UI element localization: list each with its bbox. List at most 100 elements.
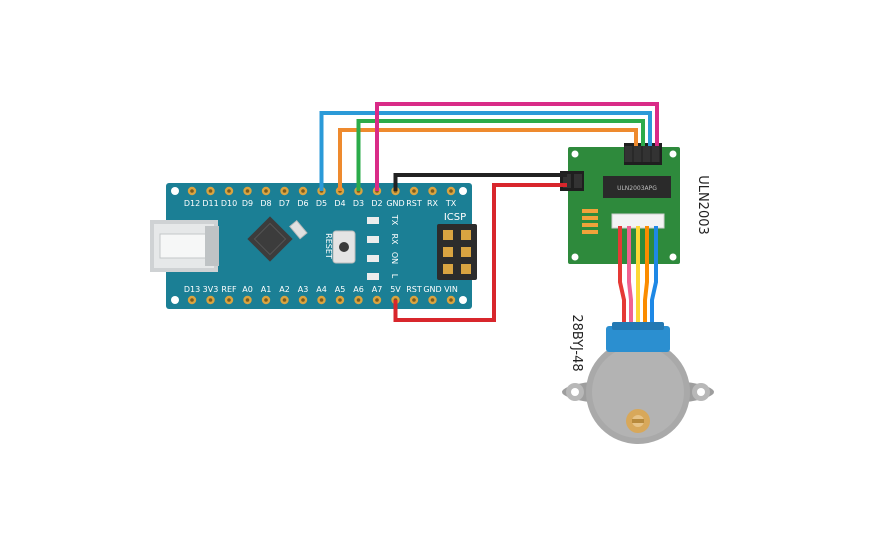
led xyxy=(582,216,598,220)
pin-hole xyxy=(319,298,324,302)
led xyxy=(367,255,379,262)
pin-label-tx: TX xyxy=(445,199,457,208)
uln2003-chip xyxy=(603,176,671,198)
mounting-hole xyxy=(459,187,467,195)
pin-hole xyxy=(449,298,453,302)
pin-label-d12: D12 xyxy=(184,199,200,208)
icsp-pin xyxy=(461,230,471,240)
motor-wire xyxy=(650,226,658,328)
mounting-hole xyxy=(171,296,179,304)
pin-label-3v3: 3V3 xyxy=(203,285,219,294)
mount-hole xyxy=(697,388,705,396)
wire-d4 xyxy=(338,128,638,191)
pin-label-a3: A3 xyxy=(298,285,309,294)
pin-label-d10: D10 xyxy=(221,199,237,208)
wire-d3 xyxy=(356,119,645,191)
motor-wire xyxy=(618,226,626,328)
pin-label-rst: RST xyxy=(406,285,422,294)
driver-input-pin xyxy=(651,146,660,162)
driver-input-pin xyxy=(642,146,651,162)
pin-label-gnd: GND xyxy=(386,199,404,208)
wire-gnd xyxy=(393,173,567,191)
led-label-rx: RX xyxy=(390,233,399,245)
stepper-motor: 28BYJ-48 xyxy=(562,314,714,444)
pin-hole xyxy=(449,189,453,193)
pin-label-a2: A2 xyxy=(279,285,290,294)
pin-hole xyxy=(227,298,231,302)
pin-hole xyxy=(412,298,416,302)
wire-5v xyxy=(393,183,567,322)
icsp-pin xyxy=(461,264,471,274)
pin-hole xyxy=(412,189,416,193)
pin-label-a1: A1 xyxy=(261,285,272,294)
led xyxy=(582,209,598,213)
motor-connector xyxy=(611,213,665,229)
icsp-pin xyxy=(443,264,453,274)
pin-label-a0: A0 xyxy=(242,285,253,294)
wire-d5 xyxy=(319,111,652,191)
icsp-header: ICSP xyxy=(437,212,477,280)
pin-hole xyxy=(301,189,305,193)
pin-label-rx: RX xyxy=(427,199,439,208)
chip-text: ULN2003APG xyxy=(617,185,657,192)
pin-label-vin: VIN xyxy=(444,285,458,294)
pin-label-d13: D13 xyxy=(184,285,200,294)
mounting-hole xyxy=(571,253,579,261)
driver-input-pin xyxy=(633,146,642,162)
pin-label-ref: REF xyxy=(221,285,237,294)
pin-label-a7: A7 xyxy=(372,285,383,294)
led-label-tx: TX xyxy=(390,214,399,226)
motor-wire xyxy=(643,226,649,328)
led-label-l: L xyxy=(390,274,399,279)
pin-hole xyxy=(264,298,268,302)
icsp-label: ICSP xyxy=(444,212,466,223)
pin-hole xyxy=(430,189,435,193)
icsp-pin xyxy=(443,247,453,257)
pin-hole xyxy=(208,298,213,302)
pin-hole xyxy=(282,298,287,302)
motor-label: 28BYJ-48 xyxy=(569,314,584,371)
pin-hole xyxy=(282,189,287,193)
pin-label-d8: D8 xyxy=(260,199,271,208)
crystal xyxy=(289,219,308,240)
pin-label-d2: D2 xyxy=(371,199,382,208)
pin-hole xyxy=(245,298,250,302)
pin-label-gnd: GND xyxy=(423,285,441,294)
pin-label-d3: D3 xyxy=(353,199,364,208)
pin-label-a6: A6 xyxy=(353,285,364,294)
led xyxy=(582,230,598,234)
arduino-pcb xyxy=(166,183,472,309)
power-pin xyxy=(574,174,582,188)
pin-hole xyxy=(227,189,231,193)
pin-label-d6: D6 xyxy=(297,199,308,208)
pin-label-d11: D11 xyxy=(202,199,218,208)
usb-connector xyxy=(150,220,219,272)
led xyxy=(582,223,598,227)
pin-hole xyxy=(375,298,379,302)
pin-hole xyxy=(190,189,194,193)
pin-hole xyxy=(264,189,268,193)
motor-body-inner xyxy=(592,346,684,438)
usb-port xyxy=(159,233,209,259)
motor-wire-cover xyxy=(606,326,670,352)
motor-wire xyxy=(627,226,633,328)
mount-hole xyxy=(571,388,579,396)
pin-hole xyxy=(338,298,342,302)
pin-hole xyxy=(430,298,435,302)
pin-hole xyxy=(208,189,213,193)
mounting-hole xyxy=(669,253,677,261)
status-leds: TX RX ON L xyxy=(367,214,399,280)
driver-input-pins xyxy=(624,146,660,162)
mounting-hole xyxy=(459,296,467,304)
wire-d2 xyxy=(375,102,659,191)
led xyxy=(367,273,379,280)
mcu-chip xyxy=(247,216,293,262)
connection-wires xyxy=(319,102,659,322)
mounting-hole xyxy=(571,150,579,158)
led xyxy=(367,217,379,224)
icsp-pin xyxy=(443,230,453,240)
power-pin xyxy=(563,174,571,188)
